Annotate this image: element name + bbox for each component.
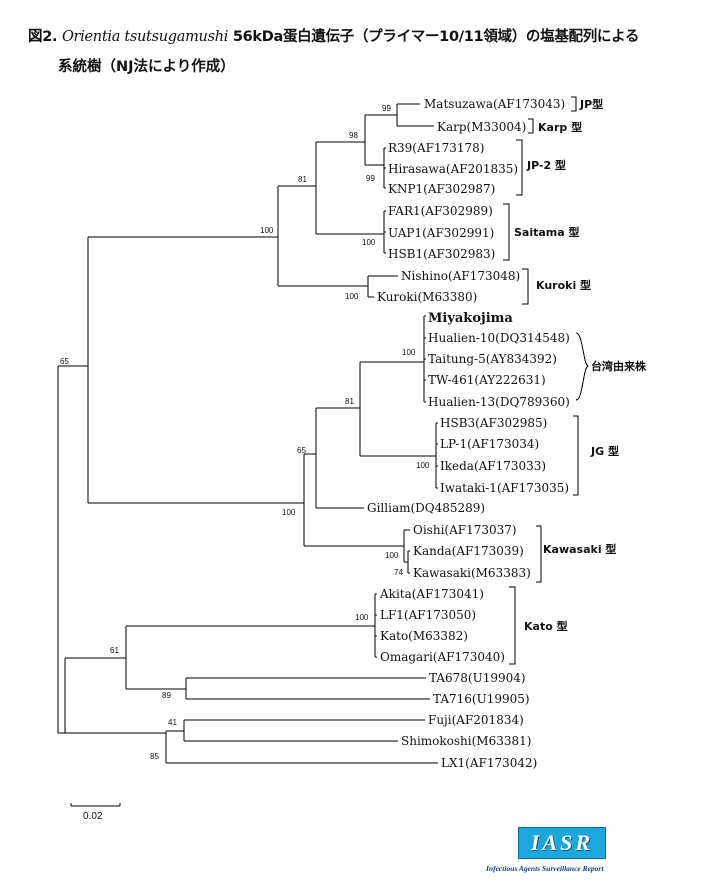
leaf-ta716: TA716(U19905) — [433, 692, 530, 706]
leaf-kato: Kato(M63382) — [380, 629, 468, 643]
leaf-labels: Matsuzawa(AF173043) Karp(M33004) R39(AF1… — [367, 97, 570, 770]
bootstrap-jg: 100 — [416, 461, 430, 470]
bootstrap-74: 74 — [394, 568, 403, 577]
bootstrap-99-top: 99 — [382, 104, 391, 113]
bootstrap-saitama: 100 — [362, 238, 376, 247]
leaf-fuji: Fuji(AF201834) — [428, 713, 524, 727]
leaf-hirasawa: Hirasawa(AF201835) — [388, 162, 518, 176]
bootstrap-root: 65 — [60, 357, 69, 366]
group-kato: Kato 型 — [524, 619, 568, 633]
leaf-hsb3: HSB3(AF302985) — [440, 416, 547, 430]
miyakojima-label: Miyakojima — [428, 311, 513, 326]
scale-bar-label: 0.02 — [83, 811, 103, 822]
leaf-hualien13: Hualien-13(DQ789360) — [428, 395, 570, 409]
iasr-logo: IASR — [518, 827, 606, 859]
group-brackets — [503, 96, 590, 665]
leaf-kanda: Kanda(AF173039) — [413, 544, 524, 558]
group-jp: JP型 — [579, 97, 603, 111]
group-kuroki: Kuroki 型 — [536, 278, 591, 292]
leaf-uap1: UAP1(AF302991) — [388, 226, 494, 240]
leaf-oishi: Oishi(AF173037) — [413, 523, 517, 537]
iasr-logo-subtitle: Infectious Agents Surveillance Report — [486, 864, 604, 873]
leaf-ta678: TA678(U19904) — [429, 671, 526, 685]
leaf-hualien10: Hualien-10(DQ314548) — [428, 331, 570, 345]
leaf-tw461: TW-461(AY222631) — [428, 373, 546, 387]
tree-branches — [57, 103, 438, 764]
leaf-far1: FAR1(AF302989) — [388, 204, 493, 218]
bootstrap-85: 85 — [150, 752, 159, 761]
iasr-logo-text: IASR — [530, 830, 594, 855]
scale-bar: 0.02 — [70, 803, 121, 822]
figure-number: 図2. — [28, 29, 58, 45]
title-suffix: 56kDa蛋白遺伝子（プライマー10/11領域）の塩基配列による — [232, 29, 640, 45]
bootstrap-kuroki: 100 — [345, 292, 359, 301]
leaf-ikeda: Ikeda(AF173033) — [440, 459, 546, 473]
leaf-akita: Akita(AF173041) — [379, 587, 484, 601]
leaf-shimokoshi: Shimokoshi(M63381) — [401, 734, 531, 748]
figure-title-line2: 系統樹（NJ法により作成） — [58, 59, 235, 75]
leaf-iwataki1: Iwataki-1(AF173035) — [440, 481, 569, 495]
group-saitama: Saitama 型 — [514, 225, 580, 239]
leaf-matsuzawa: Matsuzawa(AF173043) — [424, 97, 565, 111]
leaf-hsb1: HSB1(AF302983) — [388, 247, 495, 261]
bootstrap-values: 65 100 81 98 99 99 100 100 100 65 81 100… — [60, 104, 430, 761]
group-jp2: JP-2 型 — [526, 158, 566, 172]
bootstrap-41: 41 — [168, 718, 177, 727]
leaf-omagari: Omagari(AF173040) — [380, 650, 505, 664]
figure-title-line1: 図2. Orientia tsutsugamushi 56kDa蛋白遺伝子（プラ… — [28, 25, 639, 46]
group-taiwan: 台湾由来株 — [591, 359, 647, 373]
leaf-gilliam: Gilliam(DQ485289) — [367, 501, 485, 515]
bootstrap-89: 89 — [162, 691, 171, 700]
leaf-nishino: Nishino(AF173048) — [401, 269, 520, 283]
leaf-taitung5: Taitung-5(AY834392) — [428, 352, 557, 366]
leaf-kuroki: Kuroki(M63380) — [377, 290, 477, 304]
bootstrap-kato: 100 — [355, 613, 369, 622]
bootstrap-61: 61 — [110, 646, 119, 655]
leaf-r39: R39(AF173178) — [388, 141, 484, 155]
group-labels: JP型 Karp 型 JP-2 型 Saitama 型 Kuroki 型 台湾由… — [514, 97, 647, 633]
leaf-knp1: KNP1(AF302987) — [388, 182, 495, 196]
leaf-lx1: LX1(AF173042) — [441, 756, 537, 770]
leaf-lp1: LP-1(AF173034) — [440, 437, 539, 451]
bootstrap-99-jp2: 99 — [366, 174, 375, 183]
bootstrap-taiwan: 100 — [402, 348, 416, 357]
group-jg: JG 型 — [590, 444, 619, 458]
bootstrap-kawasaki: 100 — [385, 551, 399, 560]
leaf-kawasaki: Kawasaki(M63383) — [413, 566, 531, 580]
bootstrap-mid-65: 65 — [297, 446, 306, 455]
bootstrap-mid-81: 81 — [345, 397, 354, 406]
bootstrap-lower-100: 100 — [282, 508, 296, 517]
group-kawasaki: Kawasaki 型 — [543, 542, 616, 556]
bootstrap-upper-100: 100 — [260, 226, 274, 235]
bootstrap-98: 98 — [349, 131, 358, 140]
bootstrap-upper-81: 81 — [298, 175, 307, 184]
organism-name: Orientia tsutsugamushi — [61, 29, 229, 45]
group-karp: Karp 型 — [538, 120, 582, 134]
leaf-karp: Karp(M33004) — [437, 120, 526, 134]
leaf-lf1: LF1(AF173050) — [380, 608, 476, 622]
